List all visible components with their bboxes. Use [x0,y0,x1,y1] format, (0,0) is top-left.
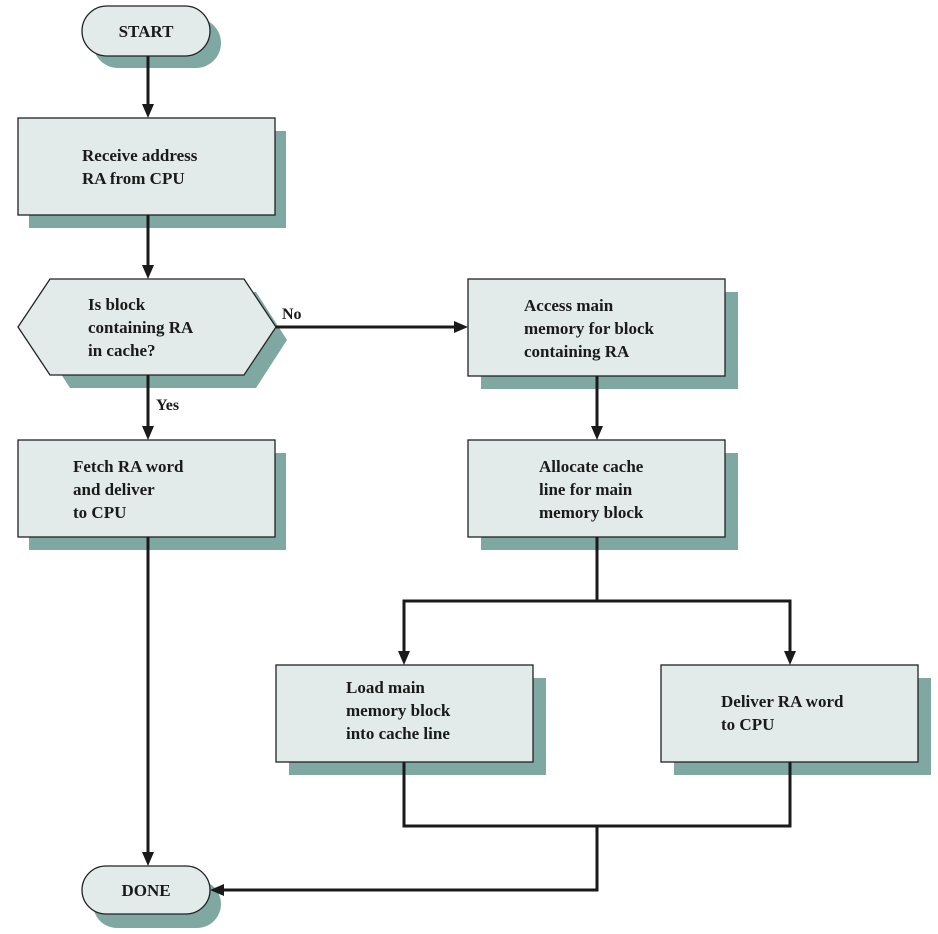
edge-split-deliver [597,599,792,653]
svg-text:Deliver RA word to CPU: Deliver RA word to CPU [721,692,848,734]
access-main-memory-node: Access main memory for block containing … [467,278,726,377]
edge-allocate-split [402,537,599,653]
access-line-2: memory for block [524,319,655,338]
svg-text:START: START [119,22,174,41]
cache-hit-decision-node: Is block containing RA in cache? [17,278,277,376]
start-label: START [119,22,174,41]
fetch-line-1: Fetch RA word [73,457,184,476]
fetch-line-3: to CPU [73,503,126,522]
svg-text:Is block containing RA: Is block containing RA in cache? [88,295,197,360]
fetch-word-node: Fetch RA word and deliver to CPU [17,439,276,538]
deliver-line-1: Deliver RA word [721,692,844,711]
arrow-head-icon [142,852,154,866]
svg-text:DONE: DONE [121,881,170,900]
receive-line-2: RA from CPU [82,169,185,188]
decision-line-3: in cache? [88,341,156,360]
done-label: DONE [121,881,170,900]
load-line-3: into cache line [346,724,450,743]
edge-merge-done [222,826,599,892]
receive-address-node: Receive address RA from CPU [17,117,276,216]
arrow-head-icon [398,651,410,665]
done-node: DONE [81,865,211,915]
arrow-head-icon [784,651,796,665]
load-line-2: memory block [346,701,451,720]
allocate-cache-line-node: Allocate cache line for main memory bloc… [467,439,726,538]
load-line-1: Load main [346,678,425,697]
svg-text:Receive address RA from: Receive address RA from CPU [82,146,202,188]
svg-text:Fetch RA word and delive: Fetch RA word and deliver to CPU [73,457,188,522]
connectors [142,56,796,896]
access-line-3: containing RA [524,342,630,361]
svg-text:Allocate cache line for: Allocate cache line for main memory bloc… [539,457,648,522]
allocate-line-1: Allocate cache [539,457,644,476]
arrow-head-icon [142,265,154,279]
svg-text:Access main memory for b: Access main memory for block containing … [524,296,658,361]
arrow-head-icon [142,426,154,440]
arrow-head-icon [210,884,224,896]
deliver-word-node: Deliver RA word to CPU [660,664,919,763]
receive-line-1: Receive address [82,146,198,165]
load-memory-block-node: Load main memory block into cache line [275,664,534,763]
no-branch-label: No [282,306,302,323]
deliver-line-2: to CPU [721,715,774,734]
access-line-1: Access main [524,296,614,315]
decision-line-1: Is block [88,295,146,314]
decision-line-2: containing RA [88,318,194,337]
yes-branch-label: Yes [156,397,179,414]
fetch-line-2: and deliver [73,480,155,499]
svg-text:Load main memory block: Load main memory block into cache line [346,678,455,743]
allocate-line-2: line for main [539,480,633,499]
arrow-head-icon [142,104,154,118]
arrow-head-icon [591,426,603,440]
allocate-line-3: memory block [539,503,644,522]
start-node: START [81,5,211,57]
arrow-head-icon [454,321,468,333]
